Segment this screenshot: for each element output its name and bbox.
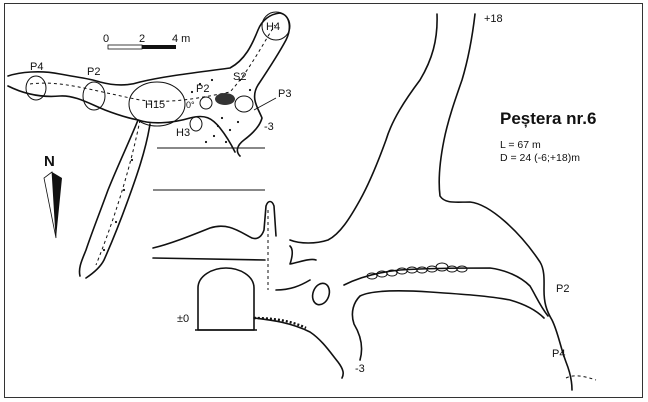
label-h3: H3 [176, 127, 190, 139]
section-shaft-right [438, 13, 573, 391]
section-survey-p4 [565, 375, 597, 381]
label-p2-section: P2 [556, 283, 569, 295]
label-p4-left: P4 [30, 61, 43, 73]
north-arrow: N [43, 153, 62, 239]
plan-chamber-h3 [189, 116, 203, 132]
north-arrow-light-icon [43, 171, 57, 239]
section-lens [311, 282, 331, 306]
section-gallery-bottom [152, 245, 317, 265]
section-view [152, 13, 597, 391]
label-s2: S2 [233, 71, 246, 83]
label-h15: H15 [145, 99, 165, 111]
plan-chamber-p4 [25, 75, 47, 101]
scale-label-2: 2 [139, 33, 145, 45]
map-title: Peștera nr.6 [500, 109, 596, 128]
map-frame [4, 3, 643, 398]
plan-chamber-p2 [82, 81, 106, 111]
scale-label-4: 4 m [172, 33, 190, 45]
north-label: N [44, 153, 55, 170]
plan-chamber-h15 [128, 81, 186, 127]
scale-bar-light [107, 44, 143, 50]
label-plus18: +18 [484, 13, 503, 25]
stat-depth: D = 24 (-6;+18)m [500, 152, 580, 164]
plan-passage-left-upper [7, 12, 281, 86]
section-lower-passage-top [275, 267, 549, 317]
label-p4-section: P4 [552, 348, 565, 360]
stat-length: L = 67 m [500, 139, 541, 151]
plan-debris [102, 78, 252, 252]
plan-chamber-p2-mid [199, 96, 213, 110]
section-lower-passage-bottom [253, 290, 545, 379]
label-p2-left: P2 [87, 66, 100, 78]
section-gallery-top [152, 200, 277, 249]
section-shaft-left [289, 13, 438, 244]
label-zero-level: ±0 [177, 313, 189, 325]
plan-chamber-h4 [261, 11, 291, 41]
section-pebbles [366, 262, 468, 280]
plan-passage-right [236, 12, 291, 157]
label-minus3-section: -3 [355, 363, 365, 375]
north-arrow-dark-icon [52, 172, 62, 238]
label-zero-deg: 0° [186, 100, 195, 110]
scale-bar: 0 2 4 m [103, 33, 190, 50]
label-p3: P3 [278, 88, 291, 100]
scale-bar-dark [142, 45, 176, 49]
plan-view [7, 11, 291, 279]
label-h4: H4 [266, 21, 280, 33]
plan-survey-line [29, 24, 276, 102]
p3-leader [253, 97, 277, 111]
plan-chamber-p3 [234, 95, 254, 113]
label-minus3-plan: -3 [264, 121, 274, 133]
plan-branch-south-left [78, 119, 139, 277]
plan-block-s2 [215, 93, 235, 105]
section-entrance [197, 267, 255, 331]
plan-survey-line-south [95, 119, 141, 266]
plan-branch-south-right [85, 123, 151, 279]
label-p2-mid: P2 [196, 83, 209, 95]
section-floor-gravel [253, 316, 307, 330]
scale-label-0: 0 [103, 33, 109, 45]
